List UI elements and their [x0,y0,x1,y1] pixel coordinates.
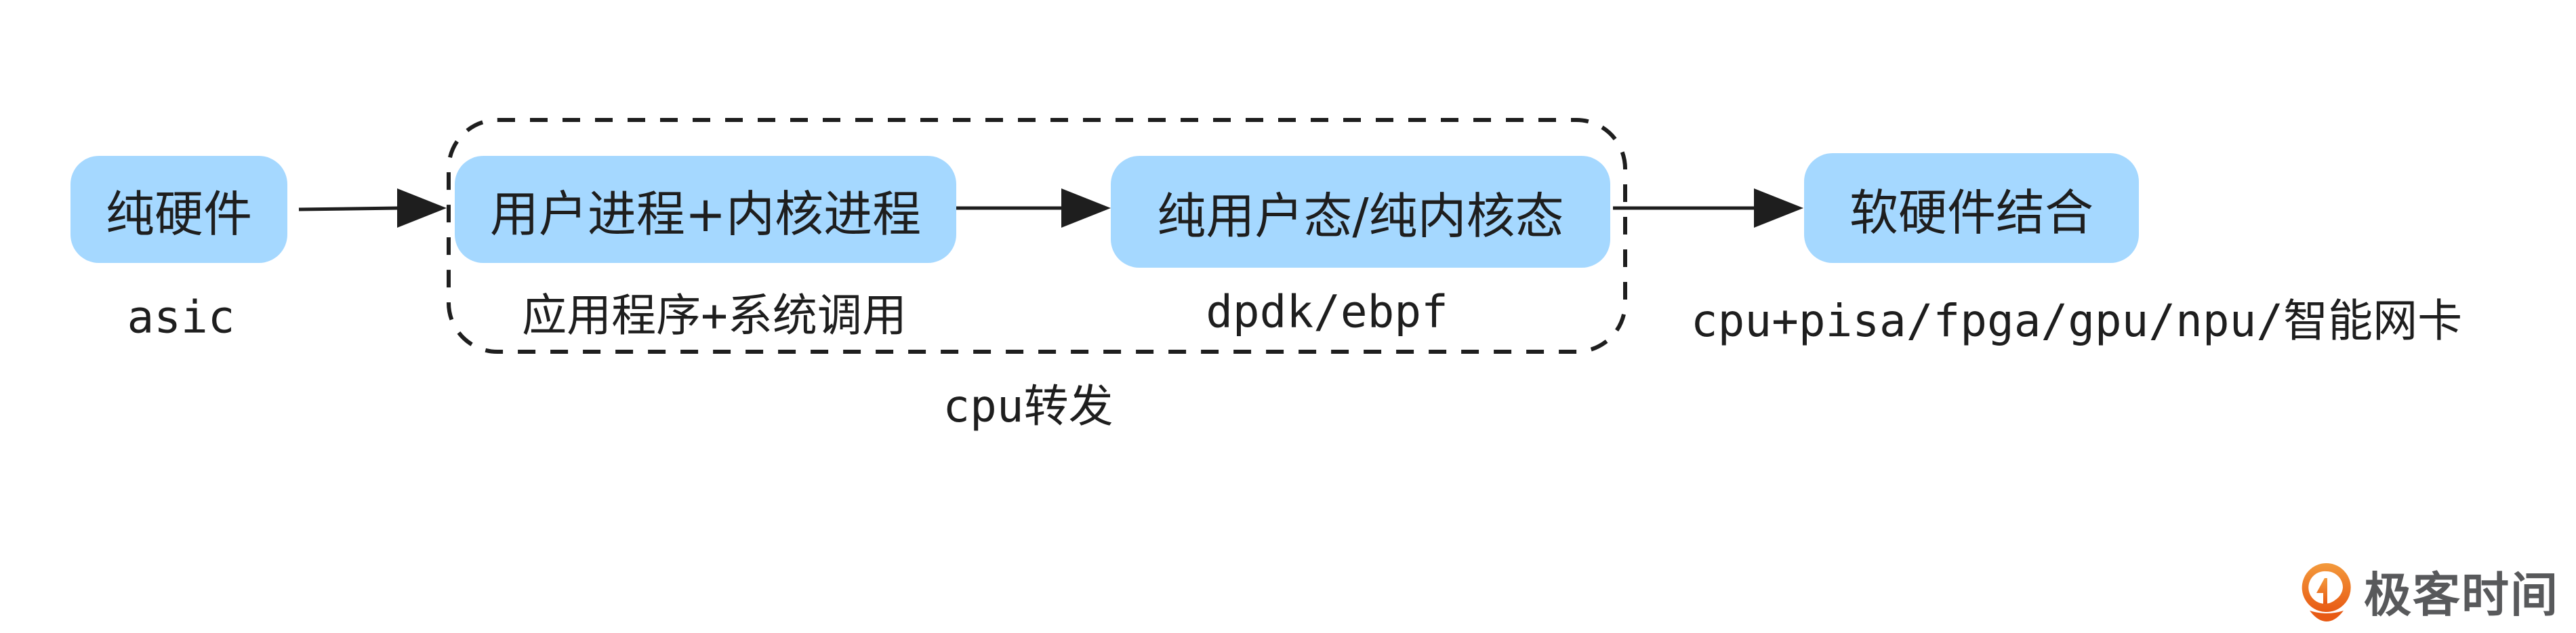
arrow-hardware-to-process [298,188,447,228]
label-asic: asic [127,291,235,344]
geektime-logo: 极客时间 [2300,557,2559,626]
geektime-logo-text: 极客时间 [2364,567,2559,623]
label-accelerators: cpu+pisa/fpga/gpu/npu/智能网卡 [1690,295,2463,347]
label-dpdk-ebpf: dpdk/ebpf [1206,285,1448,338]
label-app-syscall: 应用程序+系统调用 [522,289,907,342]
arrow-to-hw-sw-combined [1613,188,1803,228]
node-hw-sw-combined: 软硬件结合 [1804,153,2139,263]
node-user-kernel-process: 用户进程+内核进程 [455,156,956,263]
node-pure-user-kernel-mode: 纯用户态/纯内核态 [1111,156,1610,268]
node-pure-hardware: 纯硬件 [70,156,287,263]
geektime-logo-icon [2302,563,2351,621]
label-cpu-forwarding: cpu转发 [943,380,1113,432]
arrow-process-to-user-kernel [956,188,1111,228]
